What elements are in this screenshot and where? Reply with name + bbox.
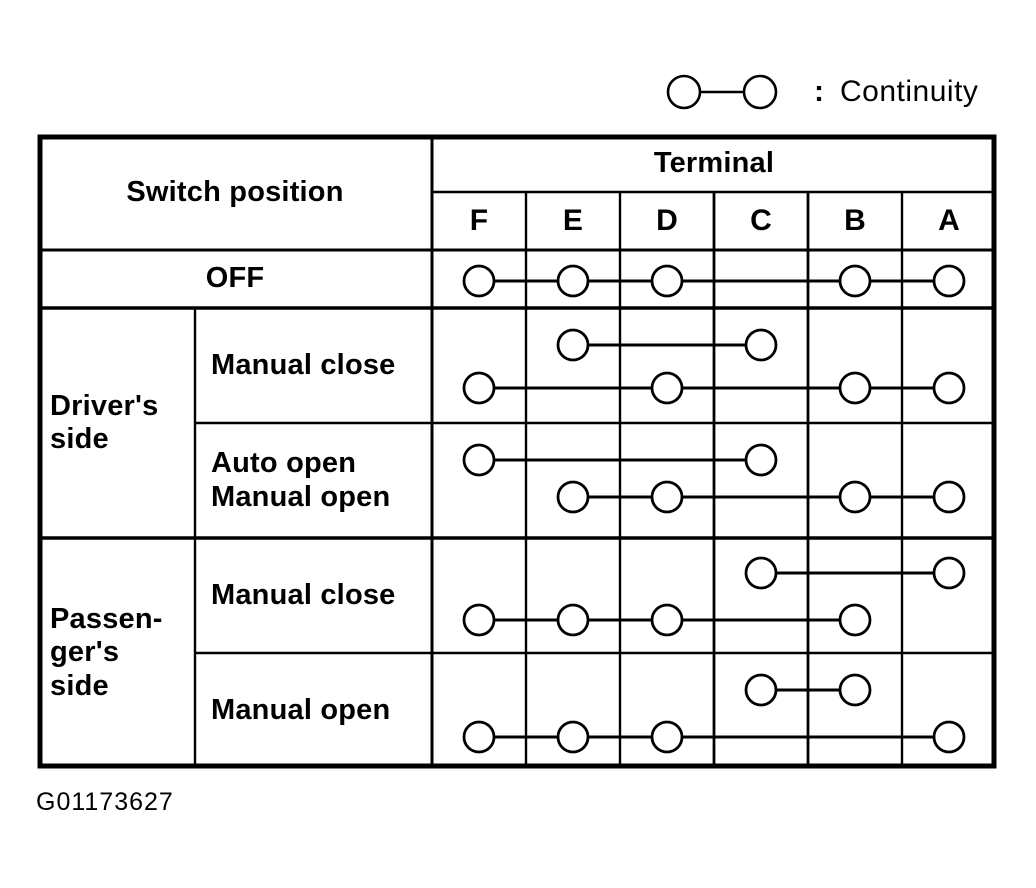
terminal-contact-circle	[838, 603, 872, 637]
row-label-driver-manual-close: Manual close	[211, 348, 396, 381]
terminal-contact-circle	[556, 328, 590, 362]
terminal-contact-circle	[838, 673, 872, 707]
terminal-contact-circle	[932, 556, 966, 590]
terminal-contact-circle	[650, 371, 684, 405]
continuity-legend: : Continuity	[666, 68, 978, 116]
terminal-contact-circle	[556, 720, 590, 754]
terminal-contact-circle	[744, 328, 778, 362]
terminal-contact-circle	[838, 264, 872, 298]
terminal-column-header-f: F	[469, 203, 489, 237]
legend-colon: :	[814, 75, 824, 108]
terminal-contact-circle	[650, 480, 684, 514]
terminal-contact-circle	[932, 720, 966, 754]
terminal-contact-circle	[932, 264, 966, 298]
terminal-column-header-a: A	[938, 203, 960, 237]
terminal-contact-circle	[744, 443, 778, 477]
terminal-contact-circle	[838, 371, 872, 405]
group-label-drivers-side: Driver's side	[50, 389, 159, 455]
terminal-contact-circle	[462, 371, 496, 405]
terminal-contact-circle	[556, 264, 590, 298]
terminal-contact-circle	[744, 556, 778, 590]
terminal-contact-circle	[650, 264, 684, 298]
terminal-contact-circle	[462, 443, 496, 477]
terminal-contact-circle	[462, 264, 496, 298]
terminal-column-header-c: C	[750, 203, 772, 237]
terminal-contact-circle	[650, 603, 684, 637]
terminal-contact-circle	[462, 720, 496, 754]
group-label-passengers-side: Passen- ger's side	[50, 602, 163, 702]
terminal-contact-circle	[932, 371, 966, 405]
continuity-symbol-icon	[666, 74, 778, 110]
terminal-contact-circle	[556, 480, 590, 514]
terminal-header: Terminal	[653, 146, 775, 179]
terminal-contact-circle	[838, 480, 872, 514]
terminal-contact-circle	[556, 603, 590, 637]
row-label-off: OFF	[205, 262, 265, 295]
switch-position-header: Switch position	[126, 175, 344, 208]
terminal-contact-circle	[744, 673, 778, 707]
row-label-driver-auto-open-manual-open: Auto open Manual open	[211, 447, 391, 513]
terminal-contact-circle	[650, 720, 684, 754]
row-label-passenger-manual-close: Manual close	[211, 578, 396, 611]
terminal-column-header-e: E	[562, 203, 584, 237]
legend-label: Continuity	[840, 75, 979, 108]
terminal-column-header-d: D	[656, 203, 678, 237]
terminal-contact-circle	[462, 603, 496, 637]
figure-id: G01173627	[36, 788, 174, 816]
row-label-passenger-manual-open: Manual open	[211, 693, 391, 726]
table-outer-border	[37, 134, 997, 769]
terminal-column-header-b: B	[844, 203, 866, 237]
terminal-contact-circle	[932, 480, 966, 514]
